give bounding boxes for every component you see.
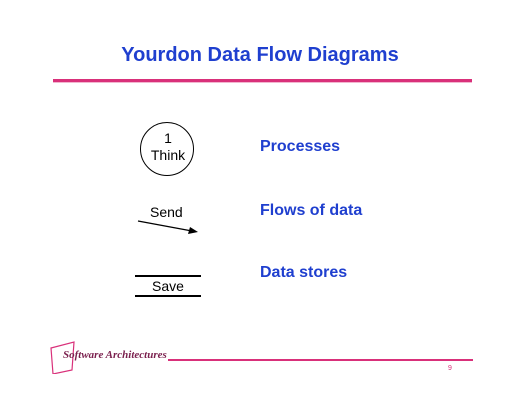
legend-processes: Processes: [260, 138, 341, 155]
legend-data-stores: Data stores: [260, 264, 348, 281]
footer-logo-icon: [50, 341, 75, 374]
slide-title: Yourdon Data Flow Diagrams: [121, 44, 399, 66]
data-store-label: Save: [152, 278, 184, 294]
flow-arrow: [137, 220, 198, 234]
process-number: 1: [164, 130, 172, 146]
page-number: 9: [448, 365, 452, 372]
flow-arrow-head: [188, 227, 198, 234]
title-rule-shadow: [53, 82, 472, 83]
flow-arrow-shaft: [137, 220, 193, 232]
process-name: Think: [150, 147, 186, 163]
footer-rule: [168, 359, 473, 361]
footer-text: Software Architectures: [63, 349, 167, 361]
data-store-top-line: [135, 275, 201, 277]
legend-flows-of-data: Flows of data: [260, 202, 363, 219]
title-rule: [53, 79, 472, 82]
process-symbol: 1 Think: [140, 122, 194, 176]
flow-label: Send: [150, 204, 183, 220]
data-store-bottom-line: [135, 295, 201, 297]
